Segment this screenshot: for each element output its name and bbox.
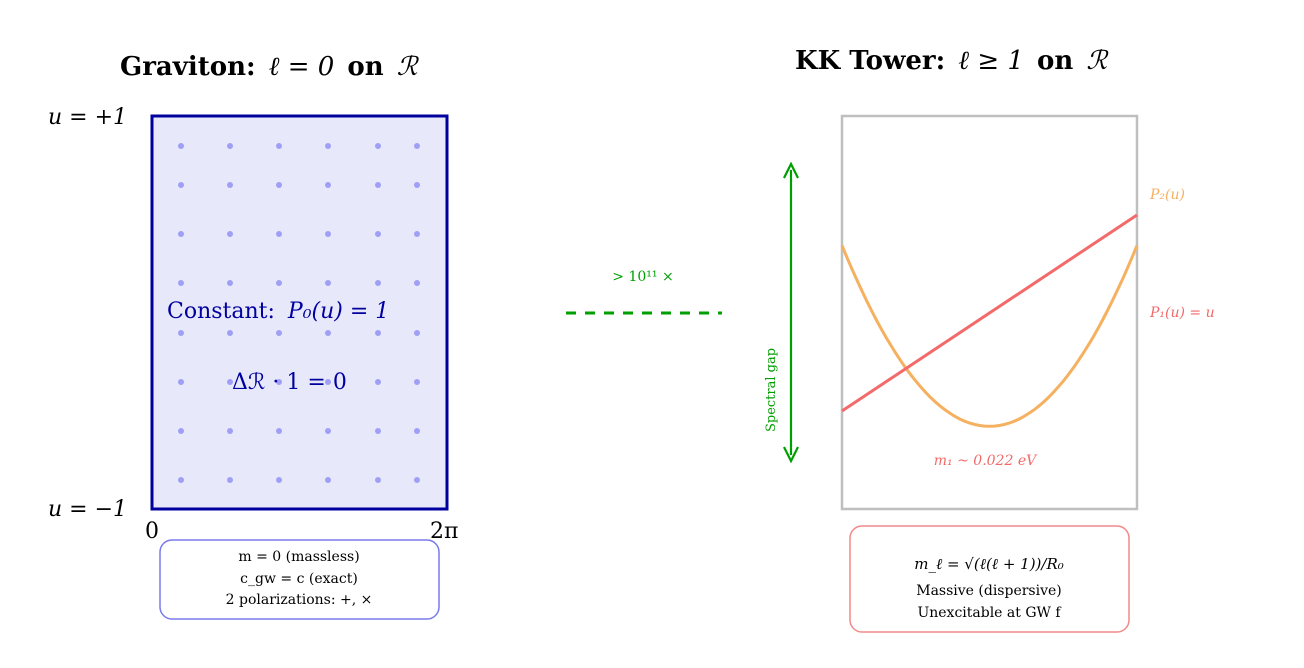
p2-curve: [840, 244, 1139, 428]
grid-dot: [276, 231, 282, 237]
grid-dot: [325, 143, 331, 149]
u-top-label: u = +1: [48, 105, 127, 130]
laplacian-label: Δℛ · 1 = 0: [232, 370, 347, 395]
grid-dot: [276, 428, 282, 434]
grid-dot: [325, 477, 331, 483]
grid-dot: [375, 143, 381, 149]
x-end-label: 2π: [430, 519, 458, 544]
kk-tower-title: KK Tower: ℓ ≥ 1 on ℛ: [795, 46, 1109, 76]
grid-dot: [414, 477, 420, 483]
grid-dot: [178, 477, 184, 483]
graviton-dot-grid: [178, 143, 420, 483]
graviton-panel: Graviton: ℓ = 0 on ℛ u = +1 u = −1 0 2π …: [48, 52, 458, 620]
grid-dot: [414, 330, 420, 336]
grid-dot: [227, 143, 233, 149]
grid-dot: [375, 182, 381, 188]
graviton-domain-box: [150, 114, 449, 511]
grid-dot: [178, 143, 184, 149]
grid-dot: [325, 428, 331, 434]
grid-dot: [178, 330, 184, 336]
grid-dot: [178, 231, 184, 237]
grid-dot: [276, 143, 282, 149]
graviton-info-line3: 2 polarizations: +, ×: [226, 592, 373, 608]
kk-info-line1: m_ℓ = √(ℓ(ℓ + 1))/R₀: [914, 555, 1064, 573]
gap-ratio-label: > 10¹¹ ×: [612, 269, 673, 285]
grid-dot: [276, 330, 282, 336]
graviton-info-box: [159, 539, 440, 620]
grid-dot: [414, 143, 420, 149]
grid-dot: [325, 280, 331, 286]
grid-dot: [414, 182, 420, 188]
kk-info-line2: Massive (dispersive): [916, 583, 1062, 599]
grid-dot: [178, 379, 184, 385]
grid-dot: [375, 231, 381, 237]
x-start-label: 0: [145, 519, 159, 544]
mass-label: m₁ ~ 0.022 eV: [934, 453, 1038, 469]
grid-dot: [325, 330, 331, 336]
grid-dot: [375, 428, 381, 434]
grid-dot: [227, 428, 233, 434]
kk-info-line3: Unexcitable at GW f: [917, 605, 1062, 621]
grid-dot: [227, 231, 233, 237]
u-bottom-label: u = −1: [48, 497, 127, 522]
grid-dot: [325, 182, 331, 188]
kk-tower-panel: KK Tower: ℓ ≥ 1 on ℛ Spectral gap P₂(u) …: [764, 46, 1215, 633]
spectral-gap-label: Spectral gap: [764, 348, 779, 432]
graviton-title: Graviton: ℓ = 0 on ℛ: [120, 52, 420, 82]
grid-dot: [414, 231, 420, 237]
p2-label: P₂(u): [1149, 187, 1185, 203]
grid-dot: [227, 280, 233, 286]
gap-connector: > 10¹¹ ×: [566, 269, 722, 315]
grid-dot: [276, 477, 282, 483]
grid-dot: [375, 477, 381, 483]
grid-dot: [178, 280, 184, 286]
p1-label: P₁(u) = u: [1149, 305, 1215, 321]
grid-dot: [227, 182, 233, 188]
spectral-gap-arrow: [783, 161, 799, 464]
grid-dot: [276, 280, 282, 286]
grid-dot: [414, 280, 420, 286]
grid-dot: [414, 379, 420, 385]
grid-dot: [276, 182, 282, 188]
grid-dot: [227, 477, 233, 483]
grid-dot: [178, 428, 184, 434]
graviton-info-line1: m = 0 (massless): [238, 549, 359, 565]
grid-dot: [375, 330, 381, 336]
graviton-info-line2: c_gw = c (exact): [240, 571, 358, 587]
grid-dot: [276, 379, 282, 385]
grid-dot: [375, 280, 381, 286]
grid-dot: [325, 379, 331, 385]
grid-dot: [375, 379, 381, 385]
grid-dot: [325, 231, 331, 237]
grid-dot: [227, 379, 233, 385]
grid-dot: [227, 330, 233, 336]
constant-label: Constant: P₀(u) = 1: [167, 299, 389, 324]
kk-info-box: [849, 525, 1130, 633]
grid-dot: [178, 182, 184, 188]
grid-dot: [414, 428, 420, 434]
p1-line: [841, 213, 1138, 413]
